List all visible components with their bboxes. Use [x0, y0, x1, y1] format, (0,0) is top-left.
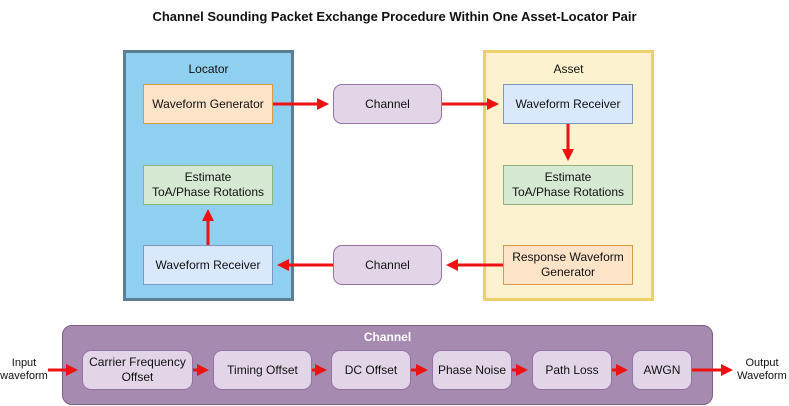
- asset-estimate-line1: Estimate: [544, 170, 592, 184]
- diagram-title: Channel Sounding Packet Exchange Procedu…: [152, 9, 637, 24]
- cfo-line1: Carrier Frequency: [89, 355, 186, 369]
- cfo-block: Carrier Frequency Offset: [82, 350, 193, 390]
- channel-forward: Channel: [333, 84, 442, 124]
- channel-return: Channel: [333, 245, 442, 285]
- input-line2: waveform: [0, 370, 48, 382]
- asset-response-line1: Response Waveform: [512, 250, 624, 264]
- input-waveform-label: Input waveform: [0, 357, 48, 383]
- output-line2: Waveform: [737, 370, 787, 382]
- asset-estimate-line2: ToA/Phase Rotations: [511, 185, 625, 199]
- path-loss-block: Path Loss: [532, 350, 612, 390]
- asset-label: Asset: [553, 62, 584, 76]
- phase-noise-block: Phase Noise: [432, 350, 512, 390]
- locator-estimate-block: Estimate ToA/Phase Rotations: [143, 165, 273, 205]
- cfo-line2: Offset: [121, 370, 154, 384]
- locator-waveform-receiver-label: Waveform Receiver: [155, 257, 261, 272]
- asset-response-generator: Response Waveform Generator: [503, 245, 633, 285]
- locator-waveform-receiver: Waveform Receiver: [143, 245, 273, 285]
- awgn-block: AWGN: [632, 350, 692, 390]
- asset-response-line2: Generator: [540, 265, 595, 279]
- dc-offset-label: DC Offset: [344, 362, 398, 377]
- asset-waveform-receiver-label: Waveform Receiver: [515, 96, 621, 111]
- path-loss-label: Path Loss: [545, 362, 599, 377]
- asset-waveform-receiver: Waveform Receiver: [503, 84, 633, 124]
- awgn-label: AWGN: [643, 362, 681, 377]
- locator-waveform-generator-label: Waveform Generator: [152, 96, 264, 111]
- phase-noise-label: Phase Noise: [437, 362, 507, 377]
- output-line1: Output: [745, 357, 779, 369]
- asset-estimate-block: Estimate ToA/Phase Rotations: [503, 165, 633, 205]
- channel-return-label: Channel: [365, 257, 410, 272]
- timing-offset-block: Timing Offset: [213, 350, 312, 390]
- dc-offset-block: DC Offset: [331, 350, 411, 390]
- locator-estimate-line1: Estimate: [184, 170, 232, 184]
- input-line1: Input: [11, 357, 37, 369]
- locator-estimate-line2: ToA/Phase Rotations: [151, 185, 265, 199]
- timing-offset-label: Timing Offset: [227, 362, 298, 377]
- locator-waveform-generator: Waveform Generator: [143, 84, 273, 124]
- channel-forward-label: Channel: [365, 96, 410, 111]
- output-waveform-label: Output Waveform: [736, 357, 788, 383]
- channel-model-title: Channel: [363, 330, 412, 344]
- locator-label: Locator: [188, 62, 229, 76]
